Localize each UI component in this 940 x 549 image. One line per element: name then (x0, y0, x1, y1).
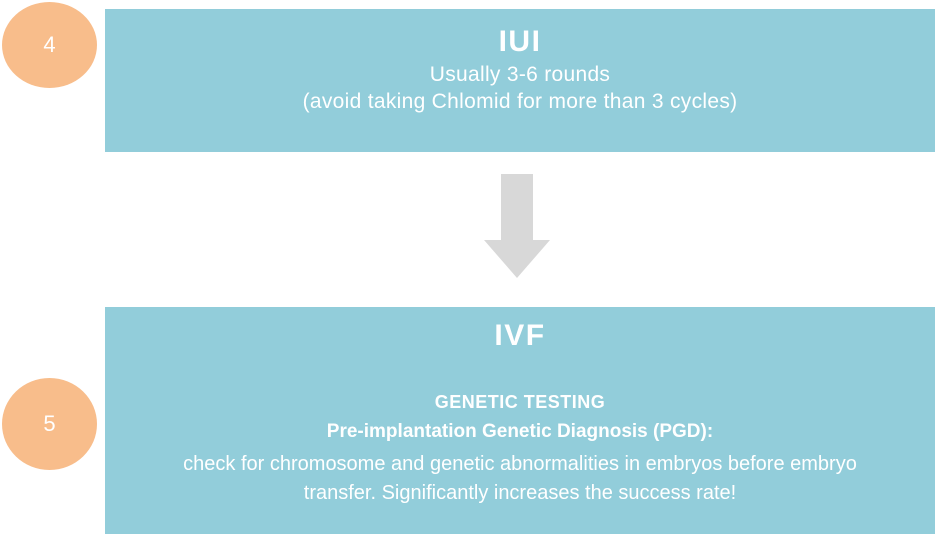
ivf-body-line-1: check for chromosome and genetic abnorma… (183, 453, 857, 475)
iui-line-caution: (avoid taking Chlomid for more than 3 cy… (302, 90, 738, 113)
ivf-subtitle-genetic-testing: GENETIC TESTING (434, 392, 606, 412)
step-number-label: 5 (43, 411, 56, 436)
ivf-box: IVF GENETIC TESTING Pre-implantation Gen… (105, 307, 935, 534)
ivf-pgd-heading: Pre-implantation Genetic Diagnosis (PGD)… (326, 421, 714, 442)
iui-box: IUI Usually 3-6 rounds (avoid taking Chl… (105, 9, 935, 152)
down-arrow-icon (484, 174, 550, 278)
step-number-circle-5: 5 (2, 378, 97, 470)
iui-title: IUI (498, 25, 542, 58)
iui-line-rounds: Usually 3-6 rounds (429, 63, 611, 86)
ivf-title: IVF (494, 319, 546, 352)
step-number-circle-4: 4 (2, 2, 97, 88)
step-number-label: 4 (43, 32, 56, 57)
ivf-body-line-2: transfer. Significantly increases the su… (303, 482, 737, 504)
